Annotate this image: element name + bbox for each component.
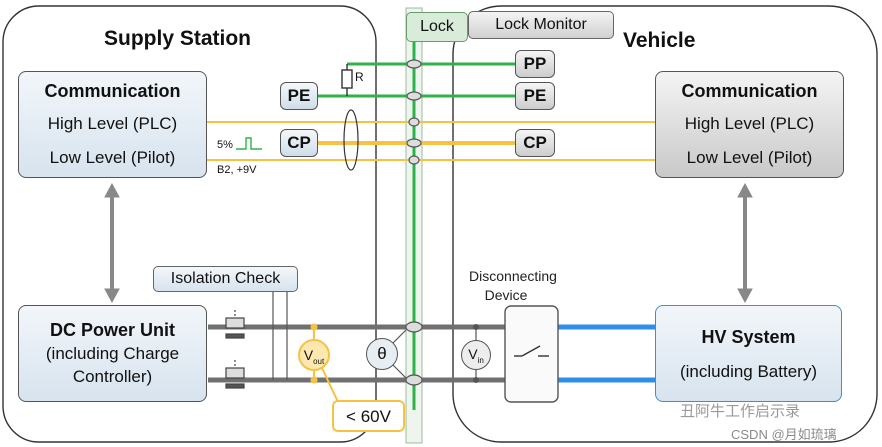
vehicle-communication-title: Communication (681, 81, 818, 101)
state-label: B2, +9V (217, 164, 257, 176)
vehicle-pp-tag: PP (515, 50, 555, 78)
supply-station-region (2, 5, 377, 443)
lock-monitor-label: Lock Monitor (468, 11, 614, 39)
vout-node-top (310, 323, 318, 331)
vin-sub: in (477, 355, 484, 365)
vehicle-high-level: High Level (PLC) (684, 114, 815, 133)
supply-communication-box: Communication High Level (PLC) Low Level… (18, 71, 207, 178)
vehicle-cp-tag: CP (515, 129, 555, 157)
lock-label: Lock (406, 12, 468, 42)
vehicle-pe-tag: PE (515, 82, 555, 110)
supply-cp-tag: CP (280, 129, 318, 157)
vout-meter: Vout (298, 339, 330, 371)
disconnect-label: Disconnecting Device (458, 268, 568, 303)
supply-pe-tag: PE (280, 82, 318, 110)
resistor (341, 69, 353, 89)
theta-link-bottom (392, 364, 407, 379)
hv-system-title: HV System (701, 327, 796, 347)
vin-meter: Vin (461, 340, 491, 370)
vout-node-bottom (310, 376, 318, 384)
disconnect-device (504, 305, 559, 403)
vehicle-arrow (737, 182, 753, 304)
contactor-plus (225, 310, 245, 339)
voltage-limit-label: < 60V (332, 400, 405, 432)
dc-power-unit-box: DC Power Unit (including Charge Controll… (18, 305, 207, 402)
vin-main: V (468, 346, 478, 362)
vehicle-communication-box: Communication High Level (PLC) Low Level… (655, 71, 844, 178)
isolation-check-label: Isolation Check (153, 266, 298, 292)
vin-node-top (473, 324, 479, 330)
dc-pin-minus (405, 374, 423, 386)
watermark-line2: CSDN @月如琉璃 (731, 427, 837, 442)
supply-low-level: Low Level (Pilot) (49, 148, 176, 167)
pwm-label: 5% (217, 139, 233, 151)
disconnect-line1: Disconnecting (469, 268, 557, 284)
dc-power-unit-line3: Controller) (72, 367, 153, 386)
hv-system-line2: (including Battery) (679, 362, 817, 381)
cable-bundle (343, 109, 359, 171)
disconnect-line2: Device (484, 287, 528, 303)
vout-sub: out (313, 356, 325, 366)
supply-communication-title: Communication (44, 81, 181, 101)
contactor-minus (225, 360, 245, 389)
vehicle-title: Vehicle (623, 29, 696, 52)
connector-pins (406, 59, 422, 165)
limit-wire (321, 367, 339, 403)
dc-pin-plus (405, 321, 423, 333)
pwm-waveform (236, 137, 262, 150)
hv-system-box: HV System (including Battery) (655, 305, 842, 402)
resistor-label: R (355, 70, 364, 84)
switch-icon (514, 345, 549, 357)
theta-meter: θ (366, 338, 398, 370)
watermark-line1: 丑阿牛工作启示录 (680, 403, 801, 420)
vehicle-low-level: Low Level (Pilot) (686, 148, 813, 167)
supply-arrow (104, 182, 120, 304)
supply-station-title: Supply Station (104, 27, 251, 50)
vehicle-region (452, 5, 878, 443)
supply-high-level: High Level (PLC) (47, 114, 178, 133)
dc-power-unit-line2: (including Charge (45, 344, 180, 363)
theta-link-top (392, 329, 407, 344)
vin-node-bottom (473, 377, 479, 383)
vout-main: V (303, 347, 314, 363)
dc-power-unit-title: DC Power Unit (49, 320, 175, 340)
